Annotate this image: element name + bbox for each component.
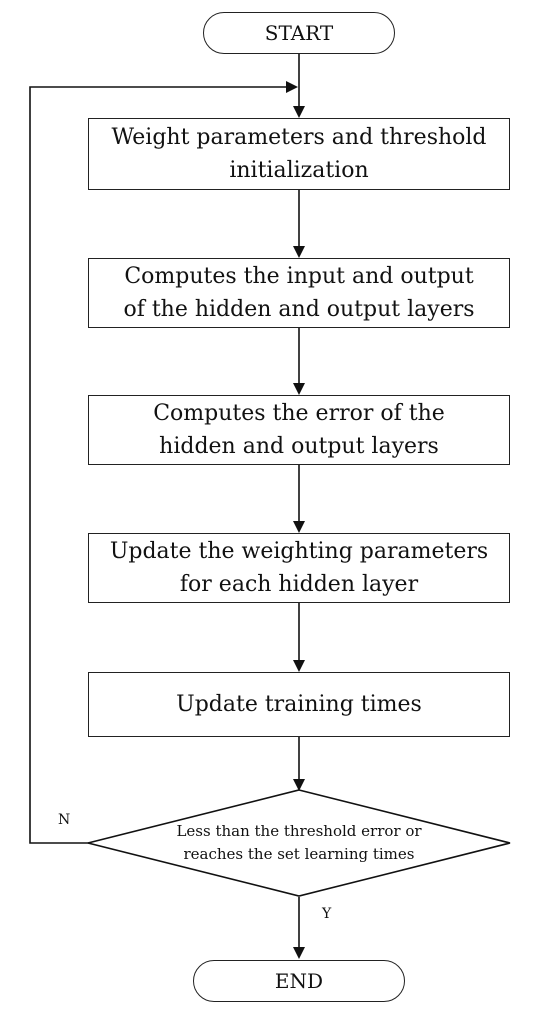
step-compute-input-output: Computes the input and output of the hid… [88,258,510,328]
step-update-weights: Update the weighting parameters for each… [88,533,510,603]
decision-diamond [87,789,511,897]
step-weight-init: Weight parameters and threshold initiali… [88,118,510,190]
arrow-loop-back-no [29,81,298,844]
step-compute-input-output-line1: Computes the input and output [124,264,474,289]
step-compute-error-line2: hidden and output layers [159,434,439,459]
no-branch-label: N [58,812,71,828]
step-compute-error-line1: Computes the error of the [153,401,445,426]
step-compute-input-output-line2: of the hidden and output layers [123,297,475,322]
start-label: START [264,21,334,45]
decision-line2: reaches the set learning times [183,845,415,863]
decision-line1: Less than the threshold error or [176,822,422,840]
yes-branch-label: Y [322,906,332,922]
step-compute-error: Computes the error of the hidden and out… [88,395,510,465]
step-weight-init-line1: Weight parameters and threshold [111,125,487,150]
step-update-training-times: Update training times [88,672,510,737]
step-update-training-times-line1: Update training times [176,692,422,717]
start-terminal: START [203,12,395,54]
decision-text: Less than the threshold error or reaches… [110,818,488,868]
step-update-weights-line2: for each hidden layer [179,572,419,597]
step-update-weights-line1: Update the weighting parameters [109,539,489,564]
end-label: END [274,969,324,993]
end-terminal: END [193,960,405,1002]
step-weight-init-line2: initialization [229,158,369,183]
